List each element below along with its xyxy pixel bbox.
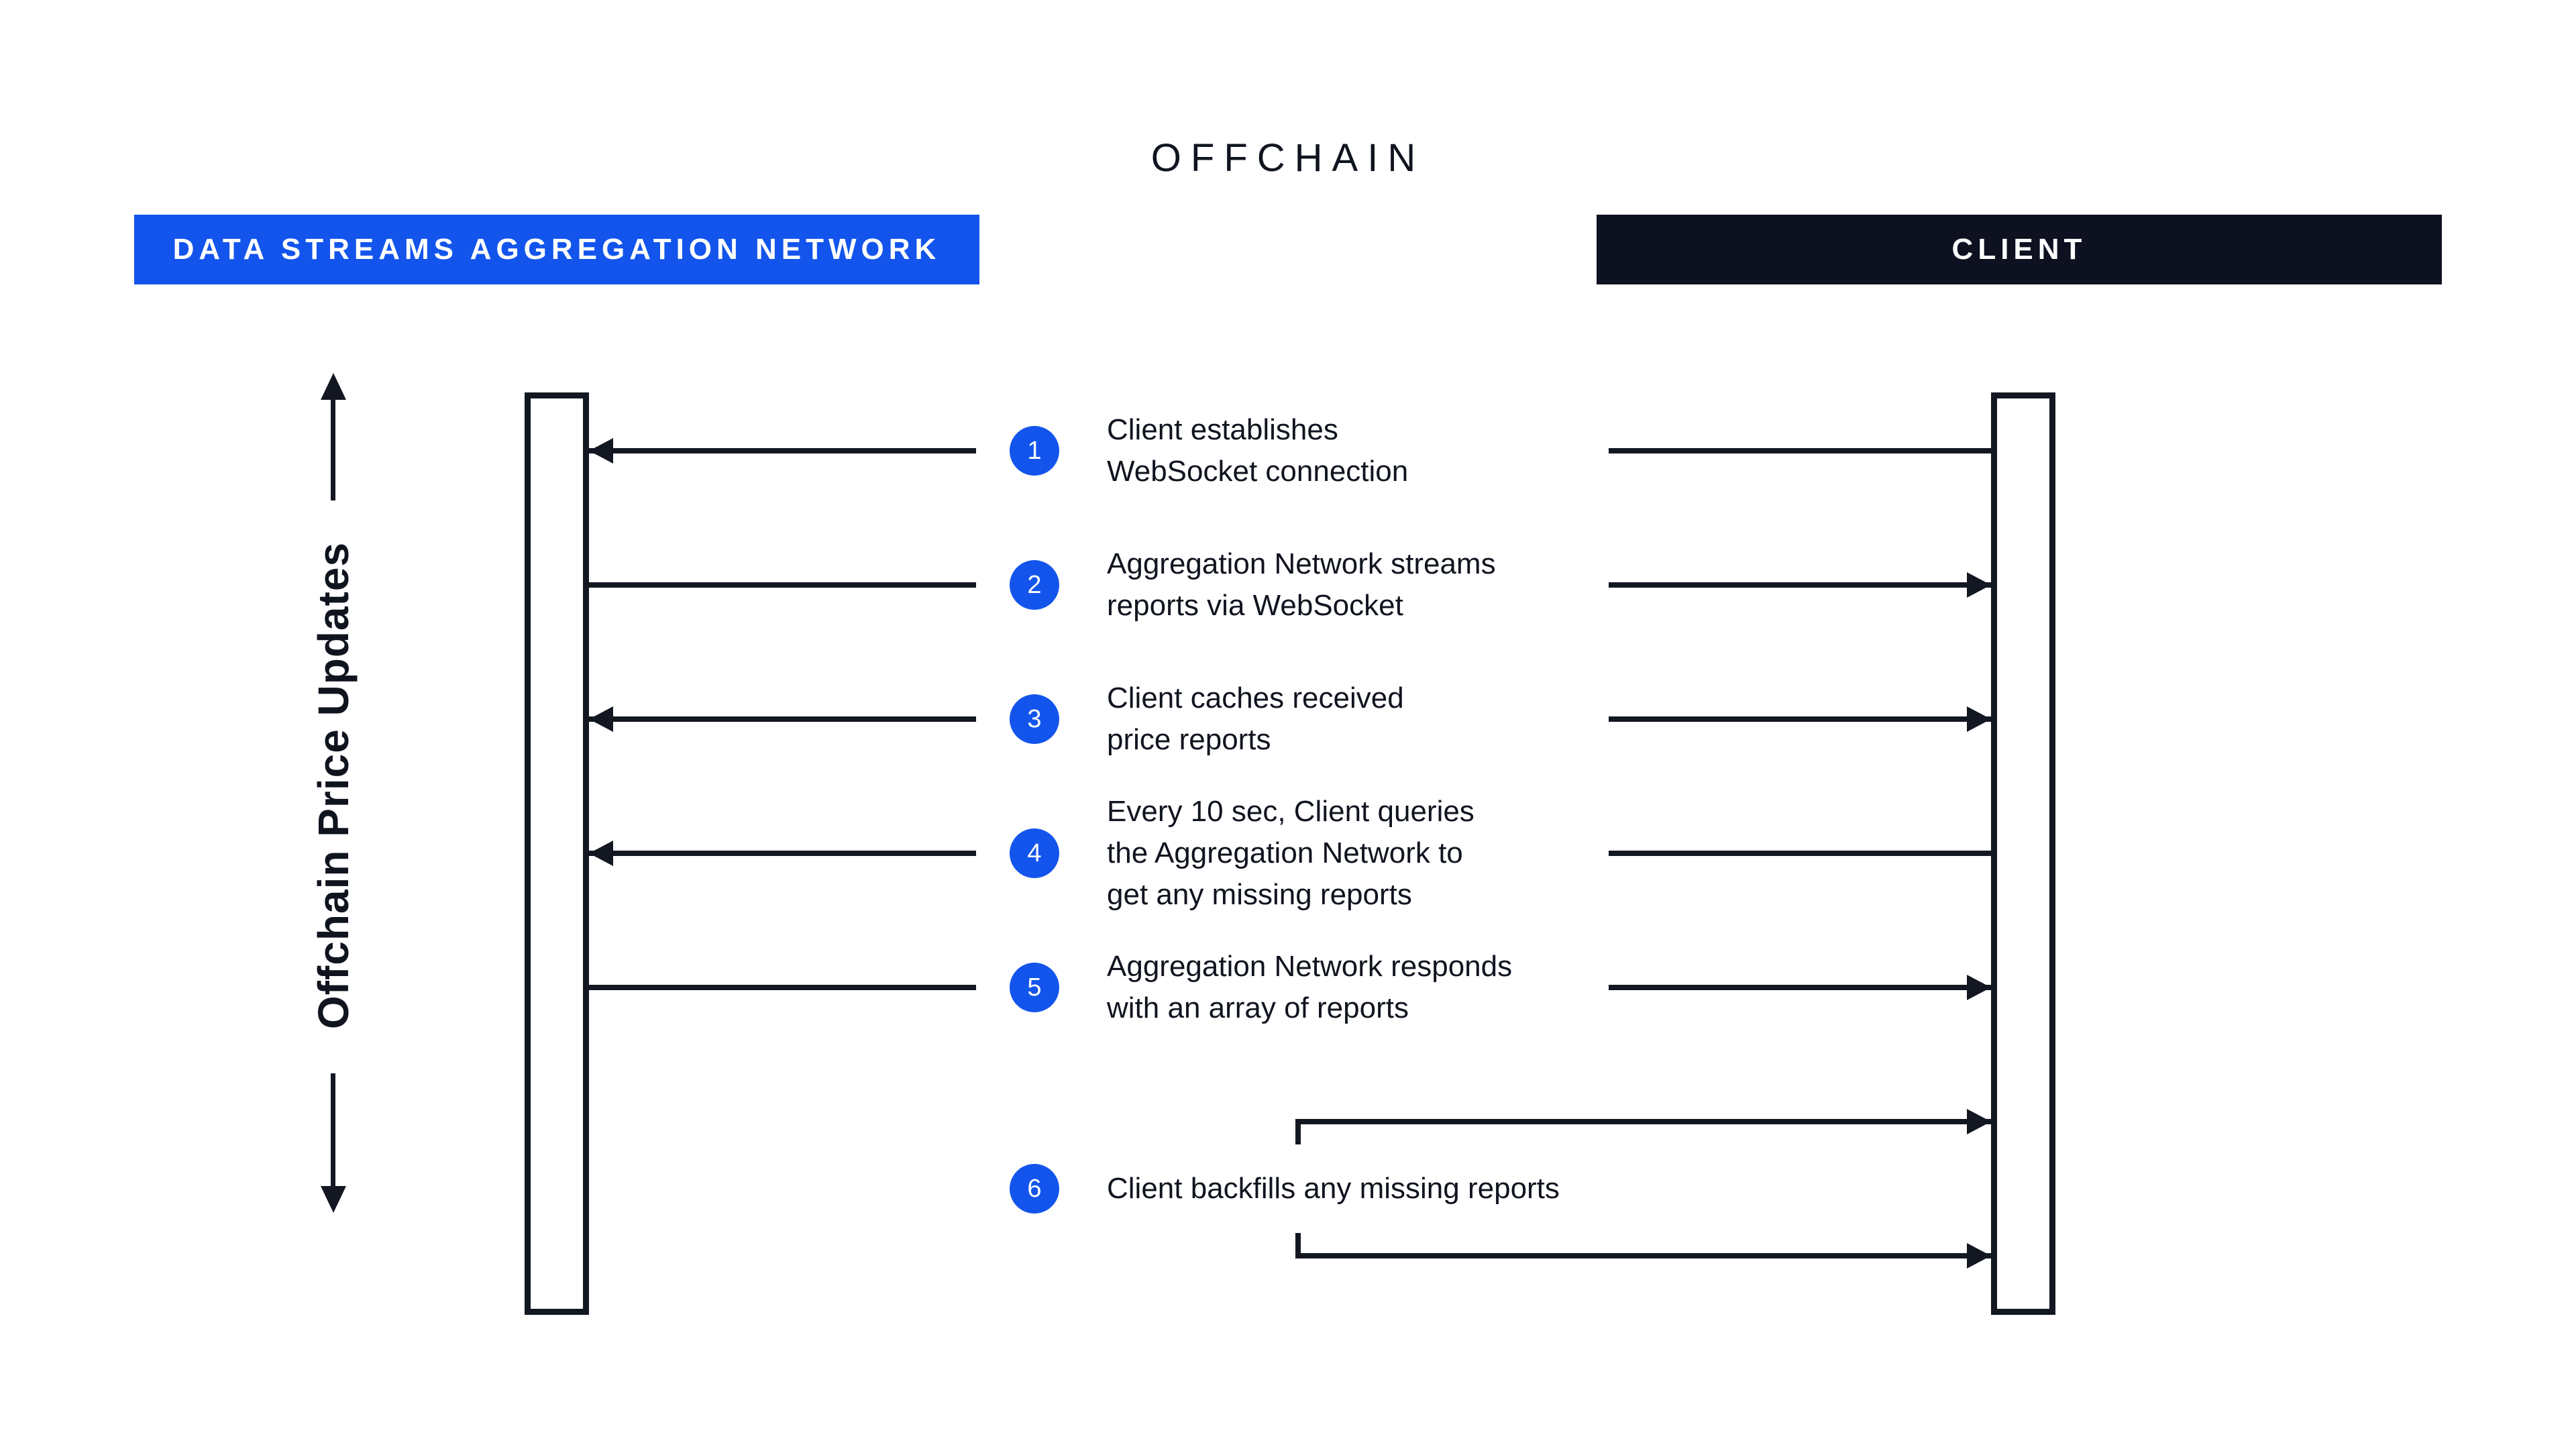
- step-text-4: Every 10 sec, Client queries the Aggrega…: [1107, 795, 1474, 911]
- message-line: [589, 716, 976, 722]
- diagram-title: OFFCHAIN: [1150, 136, 1426, 180]
- step-badge-1: 1: [1010, 426, 1059, 476]
- message-line: [589, 851, 976, 856]
- axis-line-up: [331, 397, 335, 500]
- network-actor-label: DATA STREAMS AGGREGATION NETWORK: [172, 233, 941, 266]
- message-line: [1295, 1119, 1991, 1124]
- step-text-1: Client establishes WebSocket connection: [1107, 413, 1409, 488]
- message-line: [1609, 985, 1991, 990]
- message-line: [1609, 716, 1991, 722]
- message-line: [1609, 851, 1991, 856]
- client-actor-banner: CLIENT: [1597, 215, 2442, 284]
- axis-arrow-up-icon: [321, 373, 346, 400]
- client-actor-label: CLIENT: [1951, 233, 2087, 266]
- network-actor-banner: DATA STREAMS AGGREGATION NETWORK: [134, 215, 979, 284]
- client-lifeline: [1991, 392, 2055, 1315]
- step-badge-6: 6: [1010, 1164, 1059, 1214]
- message-line: [1609, 582, 1991, 588]
- bracket-stub: [1295, 1119, 1301, 1144]
- step-badge-3: 3: [1010, 694, 1059, 744]
- arrowhead-right-icon: [1967, 706, 1991, 732]
- message-line: [589, 448, 976, 453]
- arrowhead-left-icon: [589, 841, 613, 866]
- arrowhead-right-icon: [1967, 1109, 1991, 1134]
- message-line: [1295, 1253, 1991, 1258]
- step-badge-5: 5: [1010, 963, 1059, 1012]
- step-text-5: Aggregation Network responds with an arr…: [1107, 950, 1513, 1024]
- step-text-3: Client caches received price reports: [1107, 682, 1404, 756]
- step-badge-4: 4: [1010, 828, 1059, 878]
- arrowhead-right-icon: [1967, 975, 1991, 1000]
- arrowhead-right-icon: [1967, 572, 1991, 598]
- step-text-6: Client backfills any missing reports: [1107, 1172, 1560, 1205]
- message-line: [1609, 448, 1991, 453]
- axis-arrow-down-icon: [321, 1186, 346, 1213]
- message-line: [589, 985, 976, 990]
- arrowhead-left-icon: [589, 706, 613, 732]
- arrowhead-right-icon: [1967, 1243, 1991, 1269]
- bracket-stub: [1295, 1233, 1301, 1258]
- step-text-2: Aggregation Network streams reports via …: [1107, 547, 1496, 622]
- network-lifeline: [525, 392, 589, 1315]
- step-badge-2: 2: [1010, 560, 1059, 610]
- arrowhead-left-icon: [589, 438, 613, 464]
- message-line: [589, 582, 976, 588]
- axis-line-down: [331, 1073, 335, 1187]
